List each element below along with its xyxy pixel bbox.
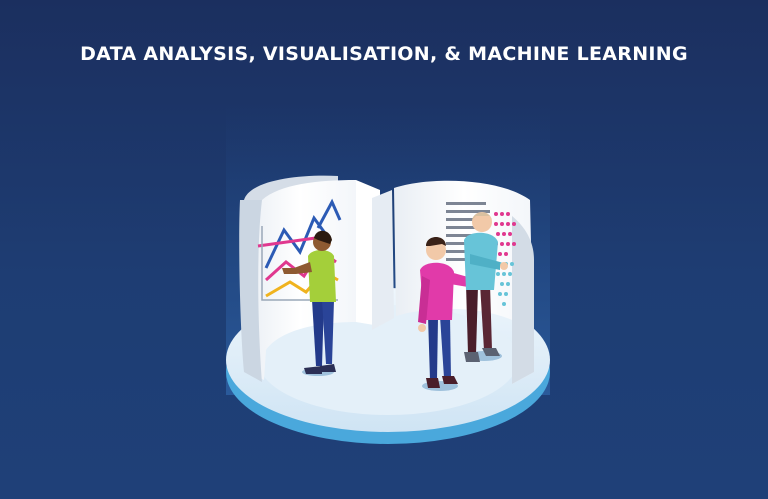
banner-title: DATA ANALYSIS, VISUALISATION, & MACHINE … <box>80 43 688 65</box>
man-teal-shirt <box>464 212 508 362</box>
presenter-green-shirt <box>282 230 336 376</box>
dot-grid <box>446 202 516 306</box>
